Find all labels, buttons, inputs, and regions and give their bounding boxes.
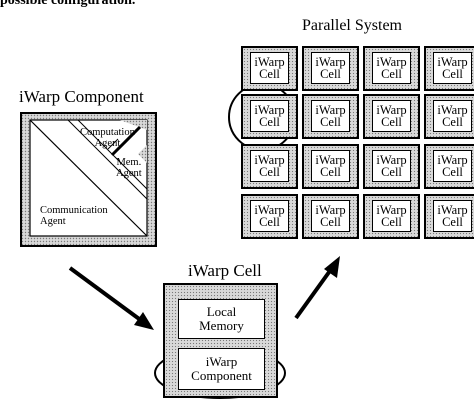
iwarp-cell-title: iWarp Cell (188, 261, 262, 280)
communication-agent-line2: Agent (40, 216, 66, 228)
grid-cell-line1: iWarp (376, 152, 407, 167)
grid-cell-line1: iWarp (315, 202, 346, 217)
memory-agent-line1: Mem. (116, 157, 142, 168)
grid-cell-line2: Cell (381, 115, 402, 129)
grid-cell-line1: iWarp (437, 54, 468, 69)
grid-cell-line1: iWarp (437, 102, 468, 117)
grid-cell-line2: Cell (259, 115, 280, 129)
grid-cell-line2: Cell (381, 67, 402, 81)
memory-agent-line2: Agent (116, 168, 142, 180)
grid-cell-line1: iWarp (437, 152, 468, 167)
grid-cell-line1: iWarp (315, 54, 346, 69)
grid-cell-line2: Cell (442, 165, 463, 179)
grid-cell-line2: Cell (381, 165, 402, 179)
iwarp-component-box: iWarp Component (178, 348, 265, 390)
local-memory-line1: Local (206, 304, 237, 320)
arrow-component-to-cell (68, 266, 154, 330)
memory-agent-label: Mem. Agent (116, 157, 142, 179)
grid-cell-line2: Cell (442, 215, 463, 229)
arrow-cell-to-system (294, 256, 340, 320)
computation-agent-label: Computation Agent (80, 127, 135, 149)
grid-cell-line2: Cell (381, 215, 402, 229)
grid-cell-line2: Cell (320, 215, 341, 229)
iwarp-component-line1: iWarp (205, 354, 238, 370)
iwarp-cell-box: Local Memory iWarp Component (163, 283, 278, 398)
grid-cell-line1: iWarp (254, 152, 285, 167)
local-memory-box: Local Memory (178, 299, 265, 339)
computation-agent-line1: Computation (80, 127, 135, 138)
grid-cell-line2: Cell (442, 115, 463, 129)
communication-agent-line1: Communication (40, 205, 108, 216)
grid-cell-line1: iWarp (254, 202, 285, 217)
grid-cell-line2: Cell (320, 67, 341, 81)
diagonal-divider (29, 119, 148, 237)
agent-divider-a (67, 119, 148, 200)
grid-cell-line1: iWarp (254, 54, 285, 69)
component-title: iWarp Component (19, 87, 144, 106)
parallel-system-title: Parallel System (302, 17, 402, 34)
grid-cell-line1: iWarp (315, 102, 346, 117)
grid-cell-line2: Cell (320, 165, 341, 179)
communication-agent-label: Communication Agent (40, 205, 108, 227)
grid-cell-line2: Cell (442, 67, 463, 81)
grid-cell-line2: Cell (259, 67, 280, 81)
component-box (20, 112, 157, 247)
grid-cell-line1: iWarp (376, 102, 407, 117)
iwarp-component-line2: Component (191, 368, 252, 383)
grid-cell-line2: Cell (259, 165, 280, 179)
grid-cell-line2: Cell (320, 115, 341, 129)
grid-cell-line2: Cell (259, 215, 280, 229)
computation-agent-line2: Agent (94, 138, 121, 150)
local-memory-line2: Memory (199, 318, 244, 333)
grid-cell-line1: iWarp (376, 202, 407, 217)
caption-text: possible configuration. (0, 0, 136, 8)
grid-cell-line1: iWarp (254, 102, 285, 117)
grid-cell-line1: iWarp (437, 202, 468, 217)
grid-cell-line1: iWarp (376, 54, 407, 69)
grid-cell-line1: iWarp (315, 152, 346, 167)
